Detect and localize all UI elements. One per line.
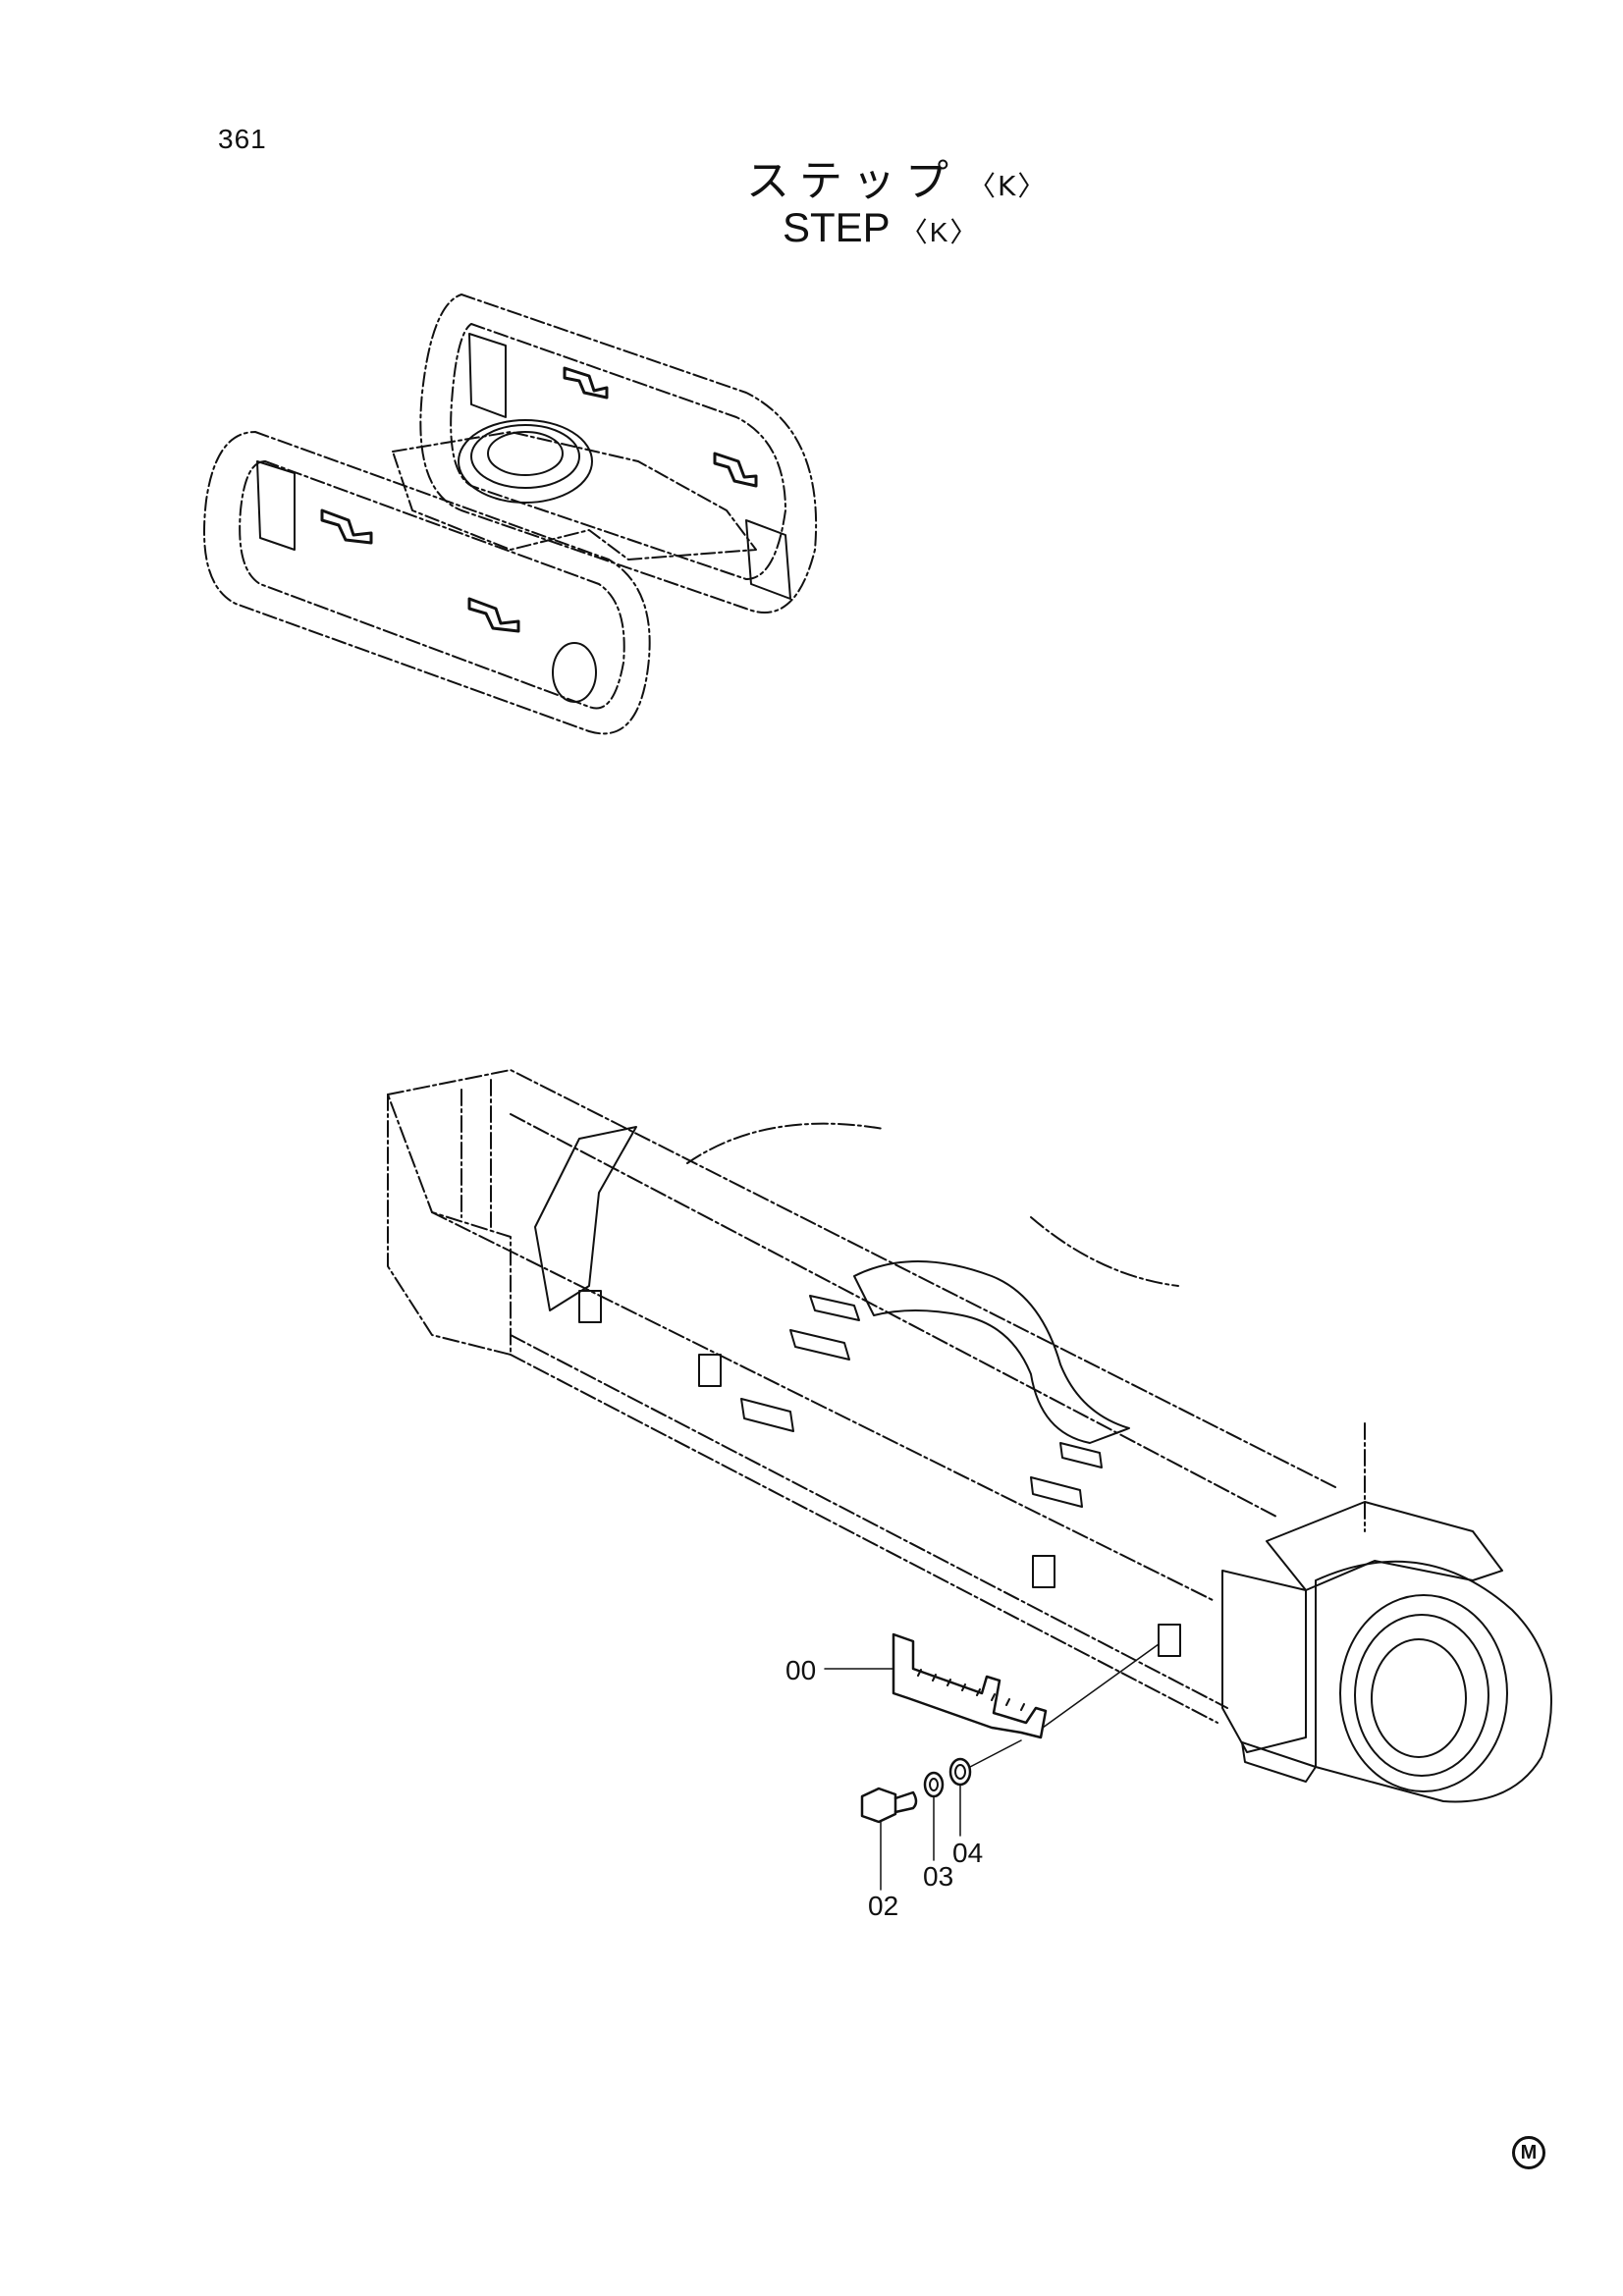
overview-step-4	[467, 597, 520, 633]
frame-bottom-edge	[510, 1354, 1218, 1724]
title-variant-english: 〈K〉	[899, 217, 980, 247]
rear-plate	[1221, 1570, 1307, 1753]
hub-ring-inner	[1371, 1638, 1467, 1758]
step-teeth	[917, 1669, 1025, 1711]
spring-washer	[923, 1771, 945, 1798]
swing-bearing-mid	[470, 424, 580, 489]
mount-pad-2	[698, 1354, 722, 1387]
frame-upper-face	[510, 1113, 1277, 1518]
bolt-shank	[893, 1790, 918, 1814]
frame-slot-4	[1059, 1442, 1103, 1468]
lower-idler	[256, 460, 296, 551]
swing-bearing-inner	[487, 431, 564, 476]
upper-idler	[468, 333, 507, 418]
undercarriage-overview	[203, 294, 818, 735]
frame-slot-5	[1030, 1476, 1083, 1508]
mount-pad-1	[578, 1290, 602, 1323]
frame-slot-3	[740, 1398, 794, 1432]
step-part	[824, 1632, 1160, 1891]
callout-04: 04	[952, 1838, 984, 1868]
swing-bearing-outer	[458, 419, 593, 504]
rear-boss-outline	[1315, 1560, 1552, 1803]
lower-track-inner	[239, 460, 625, 710]
hub-ring-mid	[1354, 1614, 1489, 1777]
title-japanese-text: ステップ	[746, 156, 958, 206]
lower-rear-idler	[552, 642, 597, 703]
step-hole-leader	[1042, 1643, 1160, 1729]
frame-top-edge	[387, 1069, 1336, 1488]
upper-track-outline	[419, 294, 818, 614]
frame-slot-1	[809, 1295, 860, 1321]
callout-03: 03	[923, 1861, 954, 1892]
mount-pad-4	[1158, 1624, 1181, 1657]
callout-00: 00	[785, 1655, 817, 1685]
page-title-japanese: ステップ〈K〉	[746, 145, 1047, 208]
lower-track-outline	[203, 431, 651, 735]
frame-slot-2	[789, 1329, 850, 1361]
reinforcing-band	[534, 1126, 637, 1311]
hub-foot	[1241, 1741, 1317, 1783]
step-bracket	[892, 1632, 1048, 1739]
frame-rear-arc	[1030, 1216, 1179, 1287]
hub-ring-outer	[1339, 1594, 1508, 1792]
page-number: 361	[218, 124, 267, 154]
frame-front-post	[460, 1079, 492, 1228]
plain-washer	[948, 1757, 972, 1787]
washer-leader	[969, 1739, 1022, 1768]
rear-bracket	[1266, 1501, 1503, 1591]
m-mark-icon: M	[1512, 2136, 1545, 2169]
mount-pad-3	[1032, 1555, 1055, 1588]
overview-step-2	[713, 452, 758, 488]
frame-side-top	[431, 1211, 1214, 1601]
center-frame	[392, 431, 757, 561]
center-rib	[853, 1260, 1130, 1444]
overview-step-1	[563, 366, 609, 400]
plain-washer-hole	[954, 1764, 966, 1780]
overview-step-3	[320, 508, 373, 545]
frame-rear-contour	[686, 1122, 885, 1164]
bolt-head	[860, 1787, 897, 1824]
side-frame-detail	[387, 1069, 1552, 1803]
frame-front-end	[387, 1094, 512, 1356]
spring-washer-hole	[929, 1778, 939, 1791]
upper-rear-block	[745, 519, 791, 600]
frame-side-bottom	[510, 1334, 1228, 1709]
callout-02: 02	[868, 1891, 899, 1921]
upper-track-inner	[450, 323, 786, 580]
title-english-text: STEP	[783, 204, 891, 250]
title-variant-japanese: 〈K〉	[968, 170, 1048, 202]
page-title-english: STEP 〈K〉	[783, 204, 979, 251]
